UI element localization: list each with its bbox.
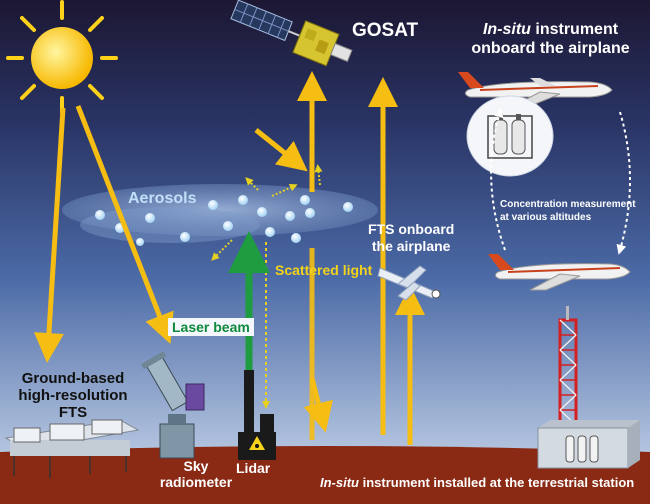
- concentration-label-line1: Concentration measurement: [500, 198, 636, 211]
- concentration-measurement-label: Concentration measurement at various alt…: [500, 198, 636, 224]
- fts-airplane-label-line1: FTS onboard: [368, 221, 454, 238]
- sample-cylinders-callout: [467, 96, 553, 176]
- fts-airplane-label: FTS onboard the airplane: [368, 221, 454, 255]
- insitu-terrestrial-label-rest: instrument installed at the terrestrial …: [359, 475, 634, 490]
- concentration-label-line2: at various altitudes: [500, 211, 636, 224]
- insitu-airplane-label-line2: onboard the airplane: [458, 39, 643, 58]
- sky-radiometer-label: Sky radiometer: [156, 458, 236, 490]
- sky-radiometer-label-line2: radiometer: [156, 474, 236, 490]
- laser-beam-label: Laser beam: [168, 318, 254, 336]
- gosat-label: GOSAT: [352, 20, 418, 42]
- insitu-terrestrial-label-em: In-situ: [320, 475, 359, 490]
- sky-radiometer-label-line1: Sky: [156, 458, 236, 474]
- insitu-airplane-label-rest: instrument: [531, 21, 618, 38]
- insitu-terrestrial-label: In-situ instrument installed at the terr…: [320, 475, 634, 490]
- ground-fts-label-line1: Ground-based: [4, 370, 142, 387]
- aerosols-label: Aerosols: [128, 190, 196, 208]
- ground-fts-label-line2: high-resolution: [4, 387, 142, 404]
- insitu-airplane-label-em: In-situ: [483, 21, 531, 38]
- scattered-light-label: Scattered light: [275, 262, 372, 278]
- fts-airplane-label-line2: the airplane: [368, 238, 454, 255]
- ground-fts-label-line3: FTS: [4, 404, 142, 421]
- terrestrial-station-icon: [538, 420, 640, 468]
- laser-beam-label-text: Laser beam: [172, 319, 250, 335]
- ground-fts-label: Ground-based high-resolution FTS: [4, 370, 142, 421]
- lidar-label: Lidar: [236, 460, 270, 476]
- insitu-airplane-label: In-situ instrument onboard the airplane: [458, 20, 643, 58]
